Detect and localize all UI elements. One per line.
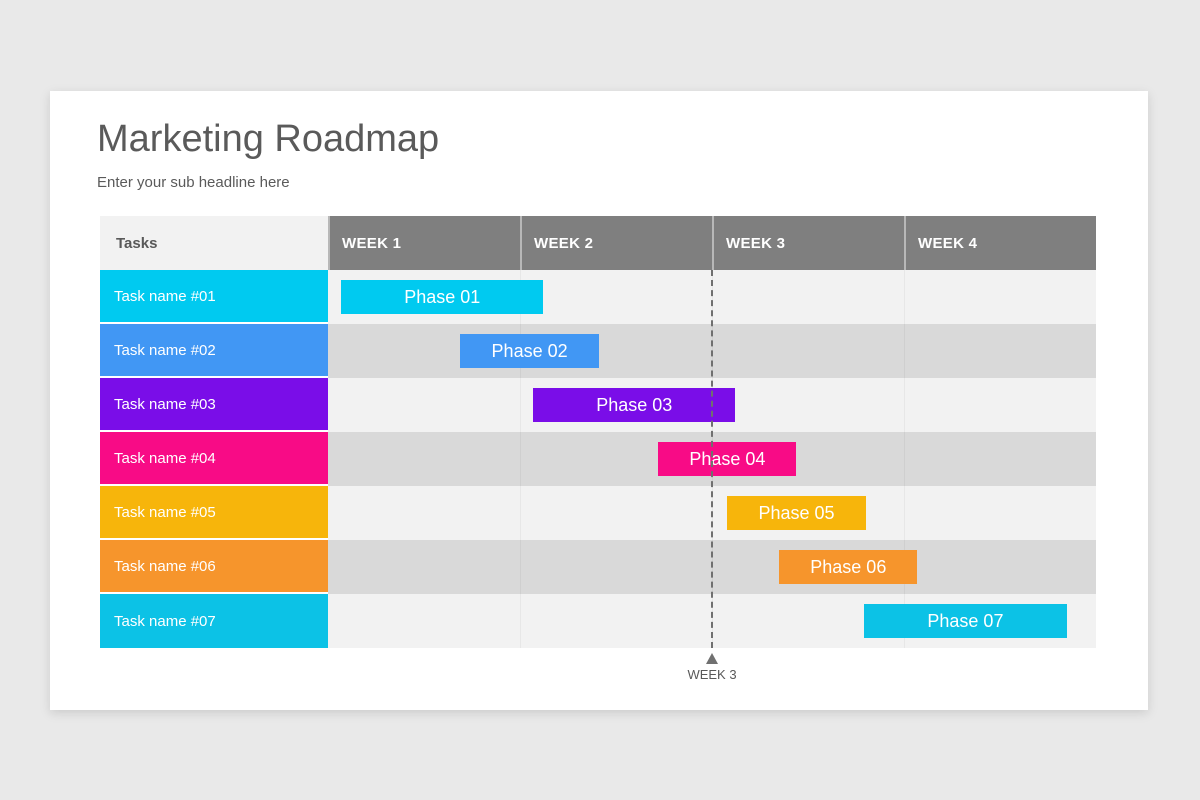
week-gridline	[904, 432, 905, 486]
week-gridline	[904, 486, 905, 540]
week-gridline	[520, 540, 521, 594]
task-name-label: Task name #03	[114, 395, 216, 413]
task-name-cell: Task name #06	[100, 540, 328, 594]
phase-label: Phase 06	[810, 556, 887, 577]
week-gridline	[520, 432, 521, 486]
roadmap-gantt: Tasks WEEK 1 WEEK 2 WEEK 3 WEEK 4 Task n…	[100, 216, 1096, 682]
task-row: Task name #04 Phase 04	[100, 432, 1096, 486]
milestone-label: WEEK 3	[687, 667, 737, 682]
phase-label: Phase 03	[596, 394, 673, 415]
task-name-cell: Task name #01	[100, 270, 328, 324]
task-name-cell: Task name #02	[100, 324, 328, 378]
page-subtitle: Enter your sub headline here	[97, 174, 290, 191]
task-name-cell: Task name #03	[100, 378, 328, 432]
phase-bar: Phase 04	[658, 442, 797, 476]
phase-bar: Phase 03	[533, 388, 736, 422]
week-gridline	[904, 270, 905, 324]
task-name-label: Task name #04	[114, 449, 216, 467]
week-gridline	[520, 486, 521, 540]
week-gridline	[904, 378, 905, 432]
tasks-column-header: Tasks	[100, 216, 328, 270]
week-gridline	[904, 324, 905, 378]
week-4-header: WEEK 4	[904, 216, 1096, 270]
phase-label: Phase 02	[491, 340, 568, 361]
phase-bar: Phase 07	[863, 604, 1068, 638]
table-header-row: Tasks WEEK 1 WEEK 2 WEEK 3 WEEK 4	[100, 216, 1096, 270]
task-row: Task name #07 Phase 07	[100, 594, 1096, 648]
task-name-label: Task name #02	[114, 341, 216, 359]
slide-card: Marketing Roadmap Enter your sub headlin…	[50, 91, 1148, 710]
task-name-label: Task name #01	[114, 287, 216, 305]
task-name-cell: Task name #04	[100, 432, 328, 486]
week-1-header: WEEK 1	[328, 216, 520, 270]
task-name-cell: Task name #07	[100, 594, 328, 648]
task-name-label: Task name #07	[114, 612, 216, 630]
phase-bar: Phase 02	[460, 334, 599, 368]
page-title: Marketing Roadmap	[97, 118, 440, 160]
task-name-label: Task name #05	[114, 503, 216, 521]
task-row: Task name #03 Phase 03	[100, 378, 1096, 432]
phase-bar: Phase 01	[341, 280, 544, 314]
task-row: Task name #06 Phase 06	[100, 540, 1096, 594]
task-name-cell: Task name #05	[100, 486, 328, 540]
phase-label: Phase 04	[689, 448, 766, 469]
task-row: Task name #05 Phase 05	[100, 486, 1096, 540]
milestone-arrow-icon	[706, 653, 718, 664]
task-row: Task name #02 Phase 02	[100, 324, 1096, 378]
phase-label: Phase 05	[758, 502, 835, 523]
milestone-dashed-line	[711, 270, 713, 648]
phase-label: Phase 07	[927, 610, 1004, 631]
phase-bar: Phase 05	[727, 496, 866, 530]
task-rows: Task name #01 Phase 01 Task name #02 Pha…	[100, 270, 1096, 648]
week-3-header: WEEK 3	[712, 216, 904, 270]
task-name-label: Task name #06	[114, 557, 216, 575]
week-gridline	[520, 594, 521, 648]
task-row: Task name #01 Phase 01	[100, 270, 1096, 324]
phase-label: Phase 01	[404, 286, 481, 307]
phase-bar: Phase 06	[779, 550, 918, 584]
week-2-header: WEEK 2	[520, 216, 712, 270]
week-gridline	[520, 378, 521, 432]
